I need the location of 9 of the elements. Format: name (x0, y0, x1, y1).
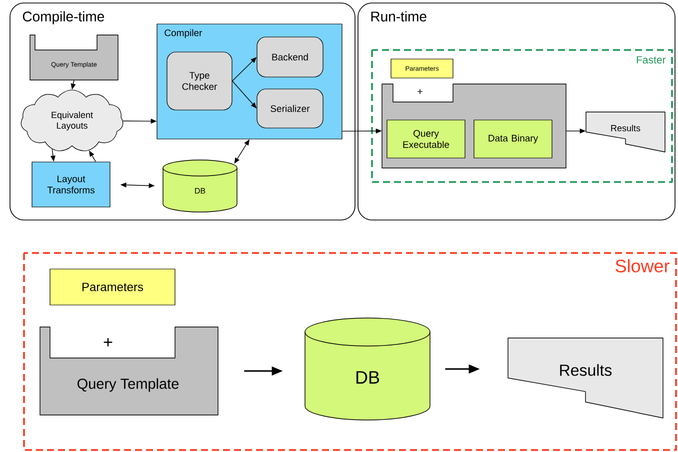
database-cylinder: DB (304, 318, 430, 420)
process-box: Serializer (256, 88, 324, 128)
database-cylinder: DB (162, 160, 238, 212)
process-box: Data Binary (474, 120, 552, 158)
process-box: Layout Transforms (32, 162, 110, 208)
process-box: Backend (256, 36, 324, 78)
process-box: Query Executable (386, 120, 466, 158)
process-box: Type Checker (166, 52, 232, 110)
process-box: Parameters (50, 268, 176, 306)
